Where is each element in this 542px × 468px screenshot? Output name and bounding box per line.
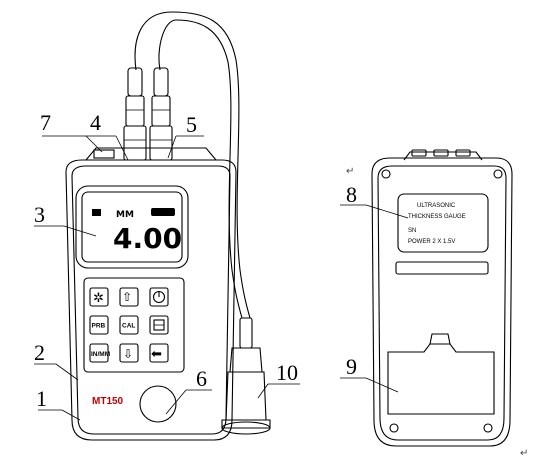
return-mark-2: ↵ [520, 448, 528, 459]
screw-top-left-icon [381, 169, 391, 179]
probe-cable [134, 11, 251, 319]
switch-7 [93, 149, 115, 159]
cal-key-label: CAL [122, 323, 135, 330]
zero-icon: ⇧ [122, 290, 132, 304]
plug-right-base [149, 125, 173, 161]
label-line-1: ULTRASONIC [417, 203, 456, 209]
label-line-4: POWER 2 X 1.5V [408, 239, 455, 245]
keypad [83, 277, 185, 373]
plug-right-body [151, 95, 171, 127]
callout-7: 7 [40, 110, 51, 135]
callout-10: 10 [276, 360, 298, 385]
plug-left-body [125, 95, 145, 127]
probe-face [221, 419, 271, 429]
cable-inner-line [158, 19, 243, 319]
back-body [371, 157, 513, 447]
calibration-block [139, 385, 177, 423]
callout-6: 6 [196, 366, 207, 391]
enter-key[interactable] [149, 343, 169, 363]
callout-5: 5 [186, 112, 197, 137]
cable-outer-line [134, 11, 251, 319]
leader-lines [34, 135, 409, 421]
return-mark-1: ↵ [346, 166, 354, 177]
back-slot [395, 261, 489, 275]
plug-left-top [127, 67, 143, 97]
probe [221, 317, 271, 435]
power-key[interactable] [149, 287, 169, 307]
callout-2: 2 [34, 340, 45, 365]
probe-collar [229, 347, 263, 373]
probe-key-label: PRB [92, 323, 106, 330]
screw-bottom-left-icon [389, 423, 399, 433]
unit-key-label: IN/MM [91, 351, 110, 358]
plug-right-top [153, 67, 169, 97]
backlight-icon: ✲ [93, 290, 104, 305]
lcd-unit: MM [116, 210, 134, 220]
unit-key[interactable] [89, 343, 109, 363]
lcd-bezel [75, 185, 189, 269]
enter-icon: ⬅ [151, 346, 162, 361]
down-key[interactable] [119, 343, 139, 363]
battery-cover-latch [429, 333, 451, 345]
probe-key[interactable] [89, 315, 109, 335]
coupling-indicator-icon [151, 208, 175, 216]
memory-key[interactable] [149, 315, 169, 335]
front-unit: MM 4.00 ✲ ⇧ PRB CAL IN/MM ⇩ ⬅ MT150 [65, 147, 237, 441]
callout-4: 4 [90, 110, 101, 135]
cal-key[interactable] [119, 315, 139, 335]
callout-numbers: 7 4 5 3 2 1 6 10 8 9 [34, 110, 357, 411]
label-line-2: THICKNESS GAUGE [408, 214, 466, 220]
top-cap [85, 147, 217, 161]
backlight-key[interactable] [89, 287, 109, 307]
down-icon: ⇩ [123, 347, 133, 361]
label-line-3: SN [408, 228, 416, 234]
battery-cover [387, 343, 495, 415]
connector-plugs [123, 67, 173, 161]
callout-3: 3 [34, 202, 45, 227]
callout-8: 8 [346, 182, 357, 207]
plug-left-base [123, 125, 147, 161]
screw-bottom-right-icon [483, 423, 493, 433]
probe-neck [239, 317, 253, 349]
zero-key[interactable] [119, 287, 139, 307]
battery-indicator-icon [92, 209, 101, 216]
model-label: MT150 [92, 396, 124, 407]
back-body-inner [377, 165, 507, 441]
lcd-screen [81, 191, 183, 263]
rating-label [397, 193, 489, 253]
screw-top-right-icon [493, 169, 503, 179]
callout-9: 9 [346, 354, 357, 379]
lcd-reading: 4.00 [113, 222, 182, 255]
callout-1: 1 [36, 386, 47, 411]
back-top-cap [403, 151, 483, 161]
back-unit: ULTRASONIC THICKNESS GAUGE SN POWER 2 X … [371, 149, 513, 447]
